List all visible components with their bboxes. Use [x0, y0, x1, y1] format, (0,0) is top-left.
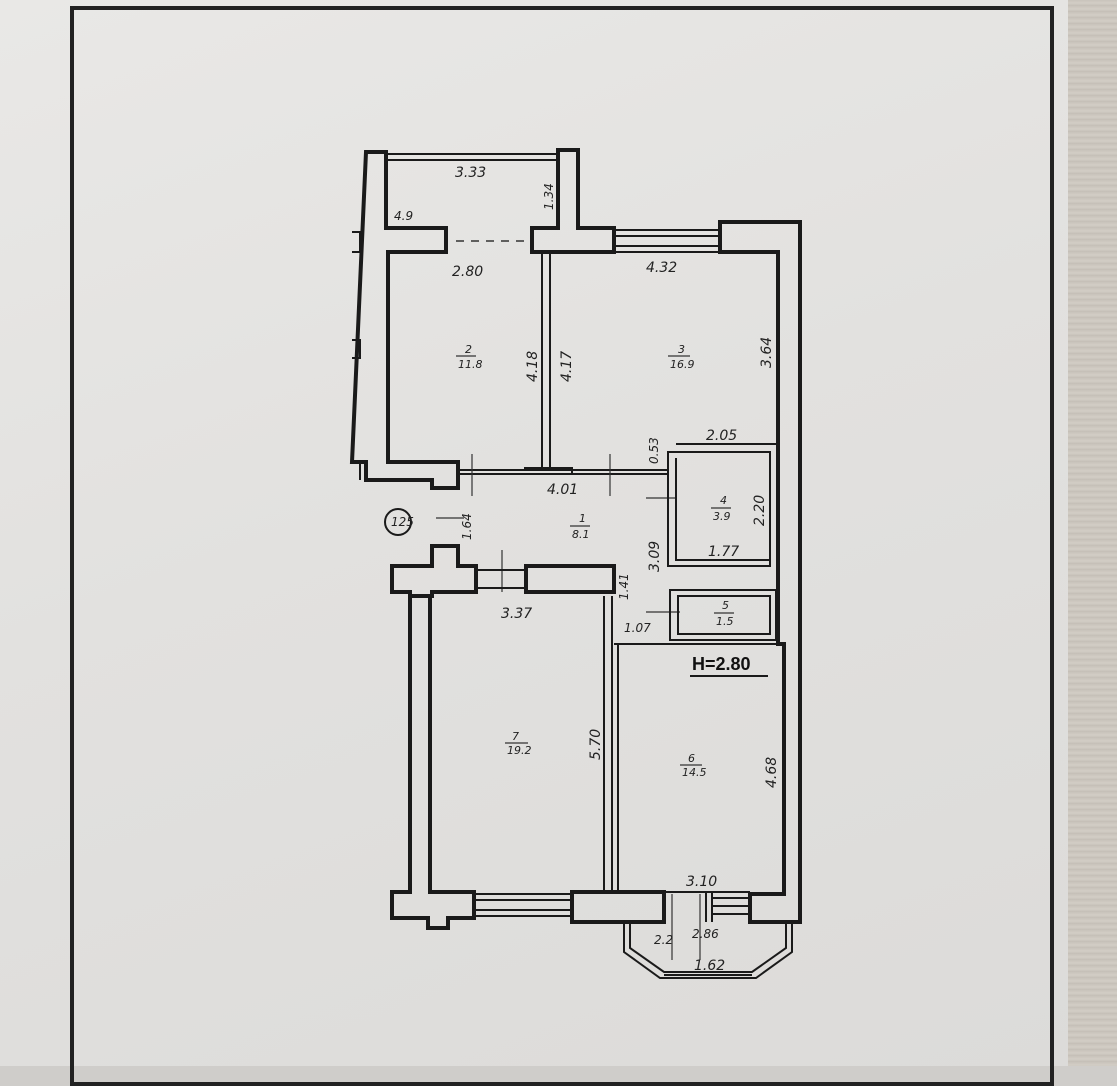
room-3-walls — [556, 220, 802, 924]
room-7-area: 19.2 — [507, 744, 532, 757]
room-1-number: 1 — [579, 512, 586, 525]
room-7-number: 7 — [512, 730, 519, 743]
room-5-walls — [669, 589, 777, 641]
south-windows — [474, 890, 750, 924]
bay-window — [623, 894, 793, 979]
dim-room4-width: 1.77 — [708, 544, 739, 560]
dim-bay-side: 2.2 — [654, 933, 673, 947]
room-3-area: 16.9 — [670, 358, 695, 371]
room-6-number: 6 — [688, 752, 695, 765]
dim-balcony-depth: 1.34 — [542, 183, 556, 210]
room-6-walls — [430, 643, 784, 893]
partition-2-3 — [524, 252, 573, 474]
room-1-area: 8.1 — [572, 528, 590, 541]
entrance — [384, 486, 478, 598]
dim-room2-length: 4.18 — [525, 351, 541, 382]
dim-notch-depth: 0.53 — [647, 437, 661, 464]
ceiling-height-label: H=2.80 — [692, 654, 751, 674]
wall-notches — [352, 231, 361, 480]
paper-sheet — [0, 0, 1075, 1066]
room-4-walls — [667, 451, 771, 567]
axis-marker-label: 125 — [391, 515, 414, 529]
dim-room3-notch: 2.05 — [706, 428, 737, 444]
room-6-area: 14.5 — [682, 766, 707, 779]
room-5-number: 5 — [722, 599, 729, 612]
dim-room3-length-right: 3.64 — [759, 337, 775, 368]
dim-bay-width: 2.86 — [692, 927, 719, 941]
dim-room3-length-left: 4.17 — [559, 351, 575, 382]
dim-room7-length: 5.70 — [588, 729, 604, 760]
room-7-walls — [390, 594, 613, 930]
room-4-area: 3.9 — [713, 510, 731, 523]
balcony — [349, 148, 616, 490]
table-surface — [1068, 0, 1117, 1066]
dim-room7-width: 3.37 — [501, 606, 532, 622]
axis-marker-circle — [384, 508, 412, 536]
dim-room2-width: 2.80 — [452, 264, 483, 280]
dim-room4-length: 2.20 — [752, 495, 768, 526]
hall-south-partition — [476, 564, 616, 594]
dim-hall-width: 4.01 — [547, 482, 578, 498]
dim-entrance-width: 1.64 — [460, 513, 474, 540]
room-2-area: 11.8 — [458, 358, 483, 371]
dim-hall-offset: 1.41 — [617, 573, 631, 600]
dim-balcony-width: 3.33 — [455, 165, 486, 181]
room-3-number: 3 — [678, 343, 685, 356]
dim-balcony-side: 4.9 — [394, 209, 413, 223]
dim-room3-width: 4.32 — [646, 260, 677, 276]
room-2-number: 2 — [465, 343, 472, 356]
dim-hall-length: 3.09 — [647, 541, 663, 572]
dim-bay-front: 1.62 — [694, 958, 725, 974]
dim-room6-width: 3.10 — [686, 874, 717, 890]
room-4-number: 4 — [720, 494, 727, 507]
dim-room6-length: 4.68 — [764, 757, 780, 788]
room-5-area: 1.5 — [716, 615, 734, 628]
dim-room5-width: 1.07 — [624, 621, 651, 635]
